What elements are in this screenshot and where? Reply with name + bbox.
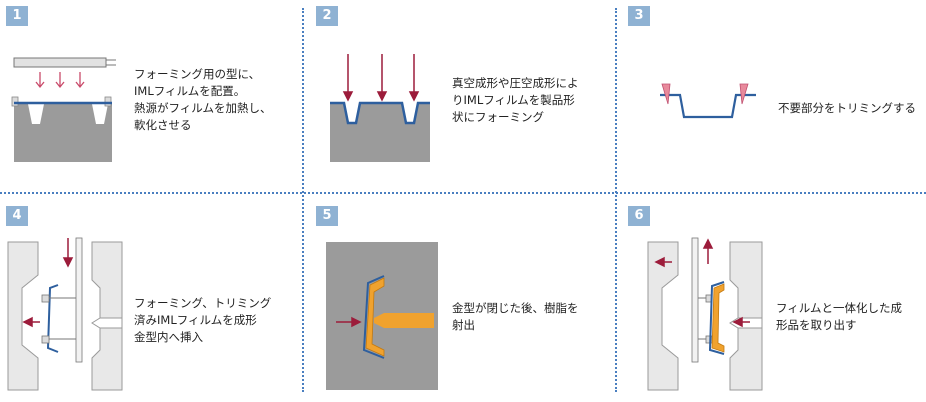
divider-horizontal [0, 192, 926, 194]
robot-pad-top [41, 294, 50, 303]
clamp-left [11, 96, 19, 107]
robot-pad-bottom [41, 335, 50, 344]
mold-core-half [91, 241, 123, 391]
trim-blade-right [739, 83, 749, 105]
step-1-illustration [11, 57, 116, 162]
divider-vertical-left [302, 8, 304, 392]
step-5-panel: 5 金型が閉じた後、樹脂を 射出 [310, 200, 610, 395]
pressure-arrows [342, 54, 420, 102]
step-1-badge: 1 [6, 6, 28, 26]
robot-arm [75, 237, 83, 363]
step-5-illustration [326, 242, 438, 390]
iml-film-part [46, 284, 59, 353]
step-3-illustration [660, 83, 756, 119]
robot-arm [691, 237, 699, 363]
step-6-badge: 6 [628, 206, 650, 226]
forming-mold [330, 104, 430, 162]
step-2-badge: 2 [316, 6, 338, 26]
clamp-arrow [336, 316, 362, 328]
formed-film [330, 101, 430, 125]
iml-film-part [362, 275, 385, 359]
trimmed-film [660, 93, 756, 119]
step-5-badge: 5 [316, 206, 338, 226]
mold-core-half [729, 241, 763, 391]
lift-up-arrow [702, 238, 714, 264]
resin-part [365, 277, 385, 357]
divider-vertical-right [615, 8, 617, 392]
forming-mold [14, 104, 112, 162]
step-1-panel: 1 フォーミング用の型に、 IMLフィルムを配置。 熱源がフィルムを加熱し、 軟… [0, 0, 300, 195]
molded-part [711, 283, 725, 353]
injection-nozzle [91, 317, 123, 329]
step-2-illustration [330, 54, 430, 162]
step-4-illustration [7, 237, 123, 391]
mold-cavity-half [647, 241, 679, 391]
step-6-panel: 6 フィルムと一体化した [622, 200, 922, 395]
step-5-caption: 金型が閉じた後、樹脂を 射出 [452, 301, 579, 332]
resin-gate [374, 313, 434, 328]
heat-arrows [35, 72, 85, 89]
mold-open-arrow [654, 256, 672, 268]
clamp-right [104, 96, 112, 107]
iml-film-part [708, 281, 725, 355]
step-3-caption: 不要部分をトリミングする [778, 101, 916, 115]
heater [13, 57, 107, 68]
step-2-caption: 真空成形や圧空成形によ りIMLフィルムを製品形 状にフォーミング [452, 76, 579, 124]
eject-arrow [732, 316, 750, 328]
insert-down-arrow [62, 238, 74, 268]
trim-blade-left [661, 83, 671, 105]
step-6-caption: フィルムと一体化した成 形品を取り出す [776, 301, 903, 332]
step-1-caption: フォーミング用の型に、 IMLフィルムを配置。 熱源がフィルムを加熱し、 軟化さ… [134, 67, 272, 132]
step-3-panel: 3 不要部分をトリミングする [622, 0, 922, 195]
step-4-panel: 4 フォーミング、トリミング 済みIMLフィルムを成形 金型内へ挿入 [0, 200, 300, 395]
step-3-badge: 3 [628, 6, 650, 26]
step-6-illustration [647, 237, 763, 391]
move-left-arrow [22, 316, 40, 328]
step-4-caption: フォーミング、トリミング 済みIMLフィルムを成形 金型内へ挿入 [134, 296, 272, 344]
step-2-panel: 2 真空成形や圧空成形によ りIMLフィルムを製品形 状にフォーミング [310, 0, 610, 195]
step-4-badge: 4 [6, 206, 28, 226]
mold-cavity-half [7, 241, 39, 391]
mold-cavity-half [326, 242, 388, 390]
